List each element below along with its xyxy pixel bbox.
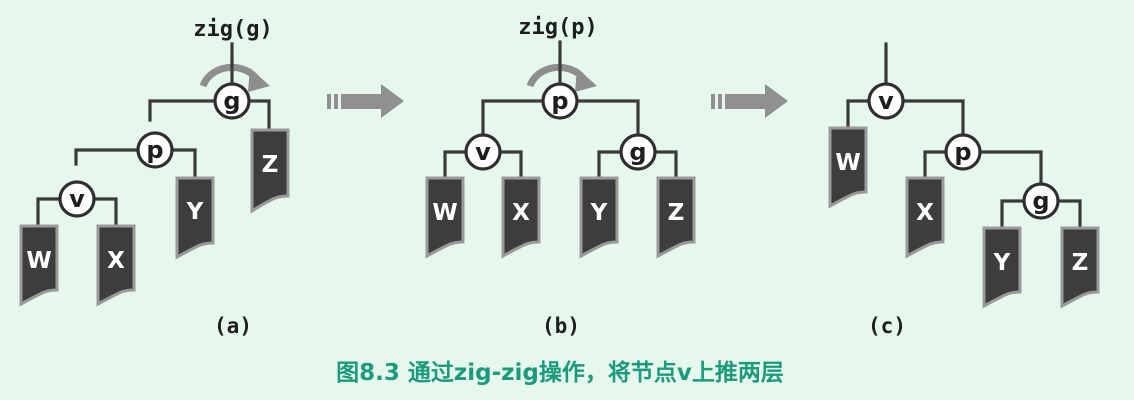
node-g-a: g: [213, 82, 251, 120]
leaf-label: Z: [668, 200, 685, 226]
transition-arrow-icon-2: [711, 84, 788, 118]
node-label: p: [954, 138, 971, 166]
leaf-label: Z: [262, 152, 279, 178]
leaf-w-c: W: [828, 126, 868, 209]
node-v-b: v: [464, 133, 502, 171]
leaf-label: X: [512, 200, 530, 226]
node-p-c: p: [944, 133, 982, 171]
node-label: v: [69, 185, 85, 213]
node-g-c: g: [1022, 182, 1060, 220]
edges-c: [846, 42, 1082, 228]
leaf-label: W: [432, 200, 457, 226]
leaf-w-a: W: [19, 224, 59, 307]
operation-label-a: zig(g): [193, 17, 272, 42]
figure-caption: 图8.3 通过zig-zig操作，将节点v上推两层: [336, 360, 784, 386]
rotation-arrow-icon-b: [526, 63, 597, 92]
rotation-arrow-icon-a: [199, 63, 270, 92]
leaf-x-c: X: [905, 176, 945, 259]
leaf-y-a: Y: [175, 176, 215, 260]
leaf-label: X: [107, 248, 125, 274]
sublabel-c: (c): [868, 314, 906, 338]
leaf-w-b: W: [425, 176, 465, 259]
leaf-x-b: X: [501, 176, 541, 259]
leaf-y-c: Y: [982, 226, 1022, 309]
leaf-label: W: [835, 150, 860, 176]
leaf-label: Z: [1072, 250, 1089, 276]
leaf-y-b: Y: [579, 176, 619, 259]
node-g-b: g: [619, 133, 657, 171]
leaf-label: Y: [186, 199, 204, 225]
panel-c: W X Y Z v p g: [828, 42, 1100, 338]
leaf-label: Y: [993, 250, 1011, 276]
panel-a: zig(g) Z Y: [19, 17, 290, 338]
sublabel-a: (a): [214, 314, 252, 338]
leaf-label: W: [26, 248, 51, 274]
node-p-a: p: [136, 131, 174, 169]
leaf-label: X: [916, 200, 934, 226]
leaf-z-a: Z: [250, 128, 290, 214]
node-label: g: [629, 138, 646, 166]
node-v-a: v: [58, 180, 96, 218]
node-label: g: [1032, 187, 1049, 215]
node-label: p: [146, 136, 163, 164]
leaf-z-c: Z: [1060, 226, 1100, 309]
transition-arrow-icon-1: [327, 84, 404, 118]
node-p-b: p: [541, 82, 579, 120]
node-label: v: [878, 87, 894, 115]
edges-a: [36, 42, 271, 226]
leaf-label: Y: [590, 200, 608, 226]
operation-label-b: zig(p): [518, 15, 597, 40]
leaf-x-a: X: [96, 224, 136, 307]
node-label: v: [475, 138, 491, 166]
node-v-c: v: [867, 82, 905, 120]
panel-b: zig(p) W X Y: [425, 15, 696, 338]
node-label: g: [223, 87, 240, 115]
leaf-z-b: Z: [656, 176, 696, 259]
node-label: p: [551, 87, 568, 115]
sublabel-b: (b): [542, 314, 580, 338]
